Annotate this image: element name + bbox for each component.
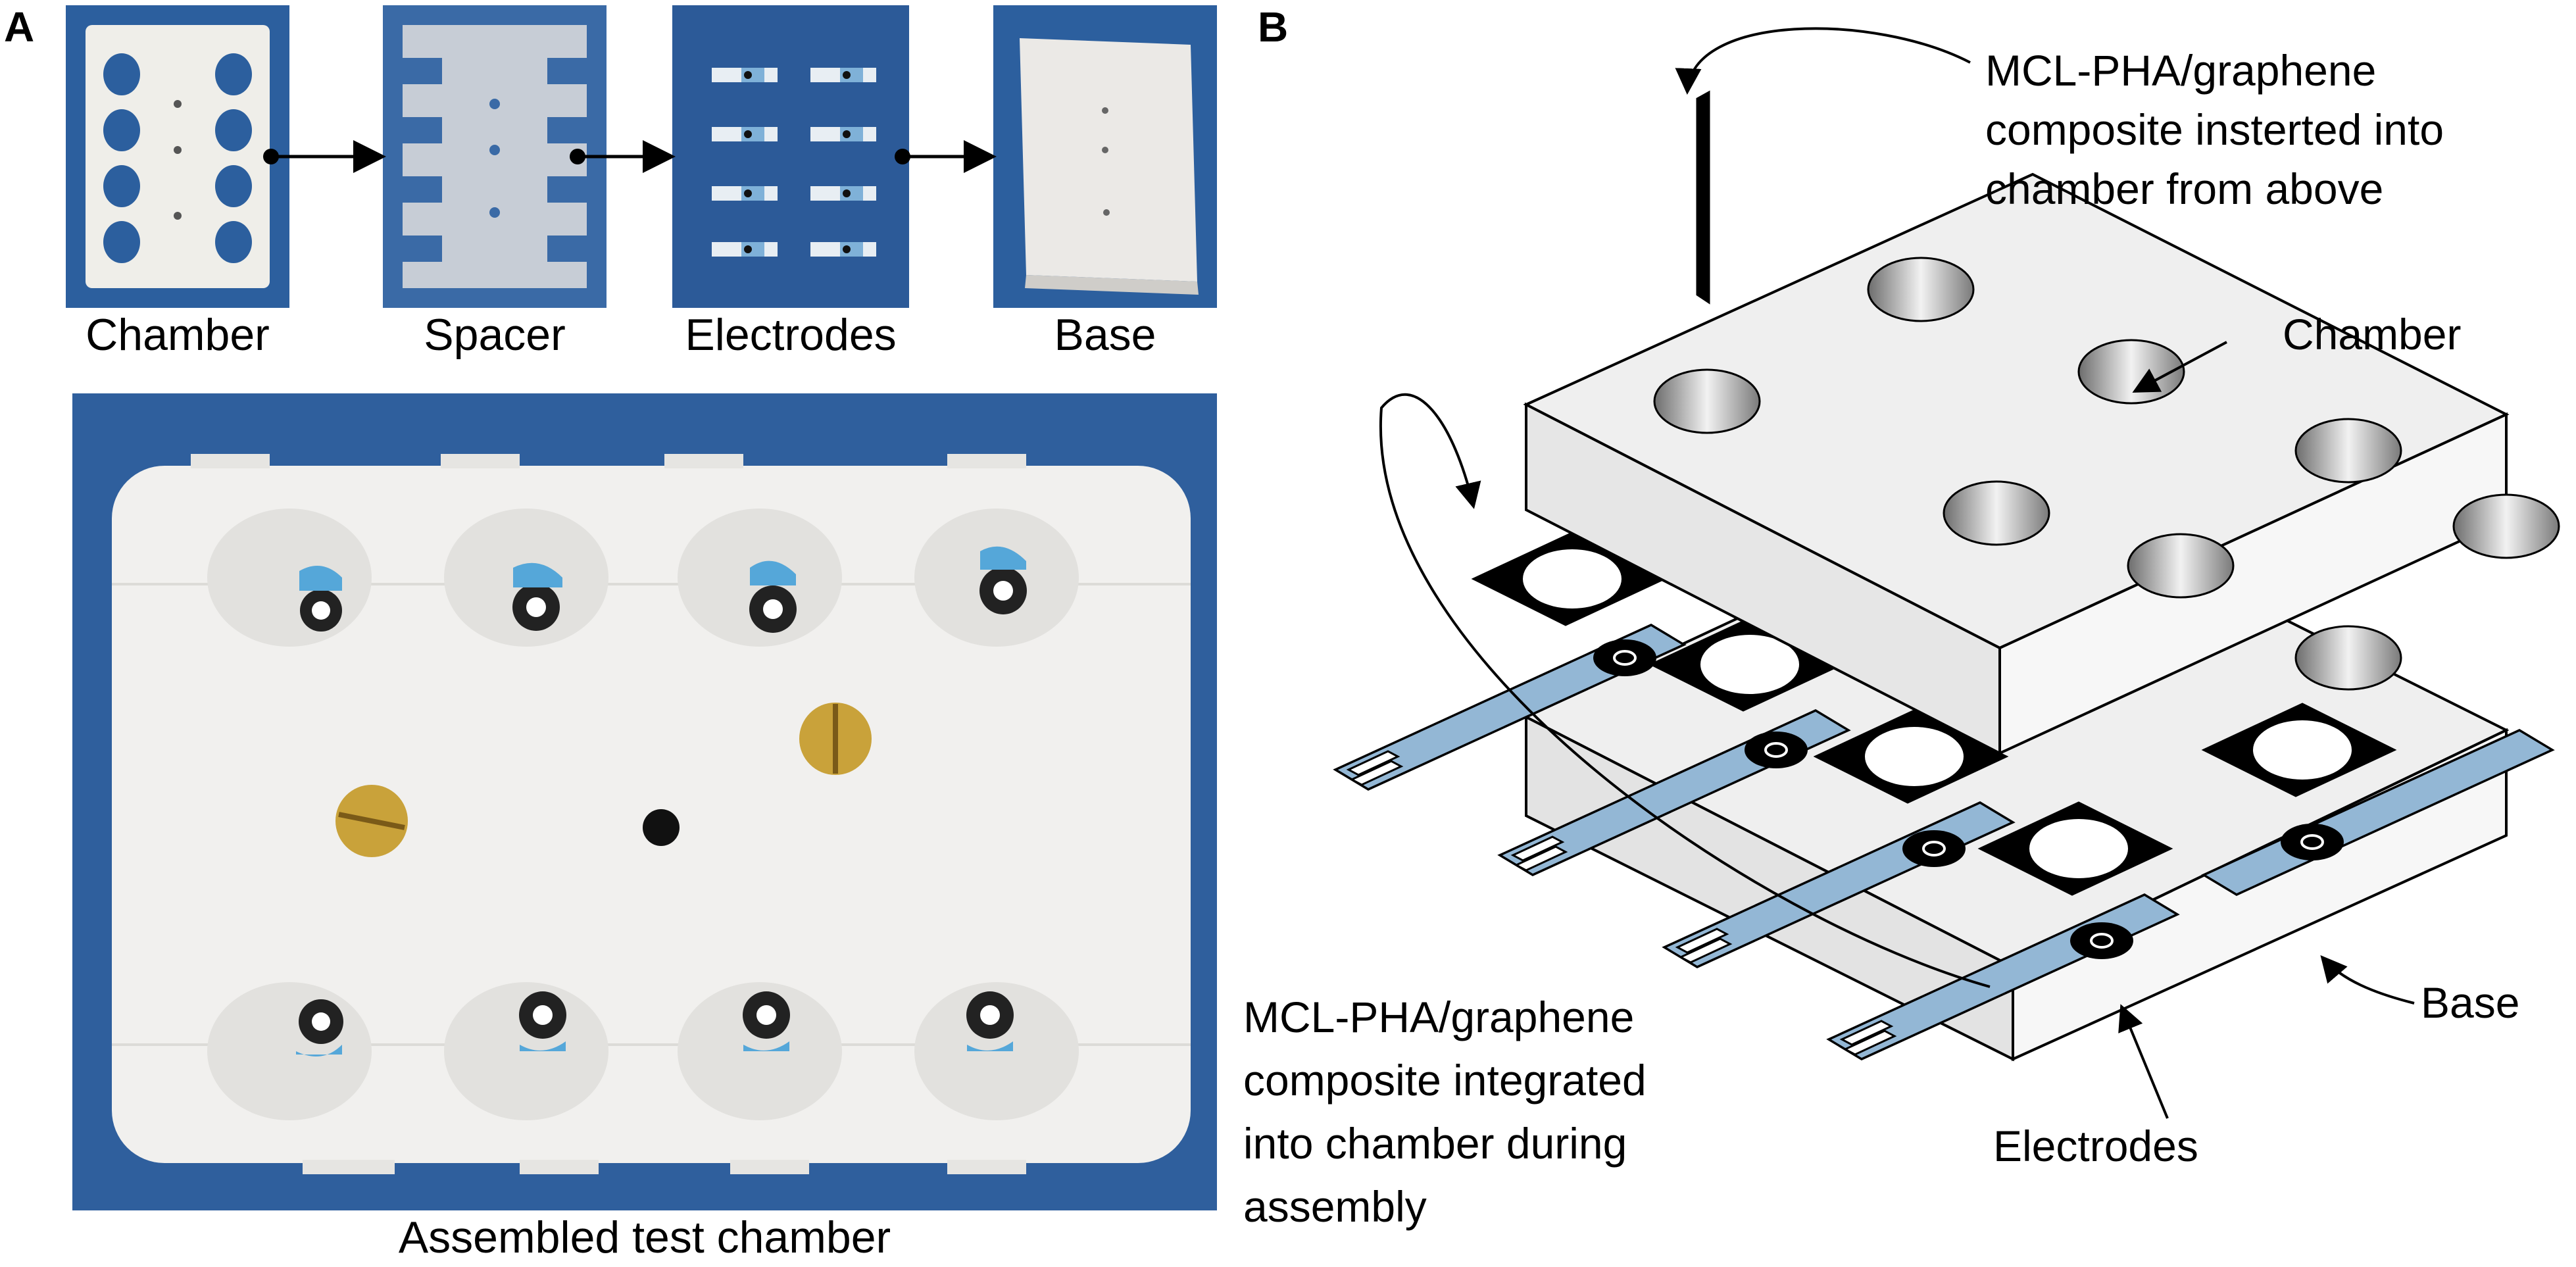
step-label-spacer: Spacer xyxy=(424,310,566,360)
well-row-bottom xyxy=(207,982,1079,1120)
chamber-label: Chamber xyxy=(2283,310,2462,359)
callout-top-line-1: MCL-PHA/graphene xyxy=(1985,46,2377,95)
callout-left-line-4: assembly xyxy=(1243,1182,1427,1231)
electrodes-photo xyxy=(672,5,909,308)
base-photo xyxy=(993,5,1217,308)
panel-a-letter: A xyxy=(4,3,35,51)
assembled-caption: Assembled test chamber xyxy=(398,1212,891,1262)
step-label-chamber: Chamber xyxy=(86,310,270,360)
electrode-discs xyxy=(1593,639,2344,959)
step-label-electrodes: Electrodes xyxy=(685,310,897,360)
step-arrows xyxy=(263,140,997,173)
callout-top-line-3: chamber from above xyxy=(1985,164,2384,213)
callout-left-line-3: into chamber during xyxy=(1243,1119,1627,1168)
callout-left-arrow xyxy=(1379,393,1991,988)
callout-top-arrow xyxy=(1675,27,1971,95)
assembled-chamber-photo xyxy=(72,393,1217,1210)
chamber-label-arrow xyxy=(2132,341,2227,393)
chamber-block xyxy=(1523,172,2510,756)
exploded-diagram xyxy=(1333,27,2560,1119)
step-label-base: Base xyxy=(1054,310,1156,360)
callout-left-line-1: MCL-PHA/graphene xyxy=(1243,993,1635,1041)
callout-left-text: MCL-PHA/graphene composite integrated in… xyxy=(1243,985,1647,1238)
chamber-photo xyxy=(66,5,289,308)
composite-strip xyxy=(1696,90,1710,305)
panel-b-letter: B xyxy=(1258,3,1289,51)
center-hole xyxy=(643,809,680,846)
spacer-photo xyxy=(383,5,607,308)
chamber-wells xyxy=(1653,257,2560,691)
well-row-top xyxy=(207,509,1079,647)
callout-left-line-2: composite integrated xyxy=(1243,1056,1647,1105)
electrodes-label-arrow xyxy=(2118,1004,2169,1119)
callout-top-line-2: composite insterted into xyxy=(1985,105,2444,154)
base-label: Base xyxy=(2421,978,2520,1027)
base-label-arrow xyxy=(2320,955,2415,1005)
spacer-holes xyxy=(1523,549,2352,878)
callout-top-text: MCL-PHA/graphene composite insterted int… xyxy=(1985,41,2444,218)
electrodes-label: Electrodes xyxy=(1993,1122,2198,1170)
